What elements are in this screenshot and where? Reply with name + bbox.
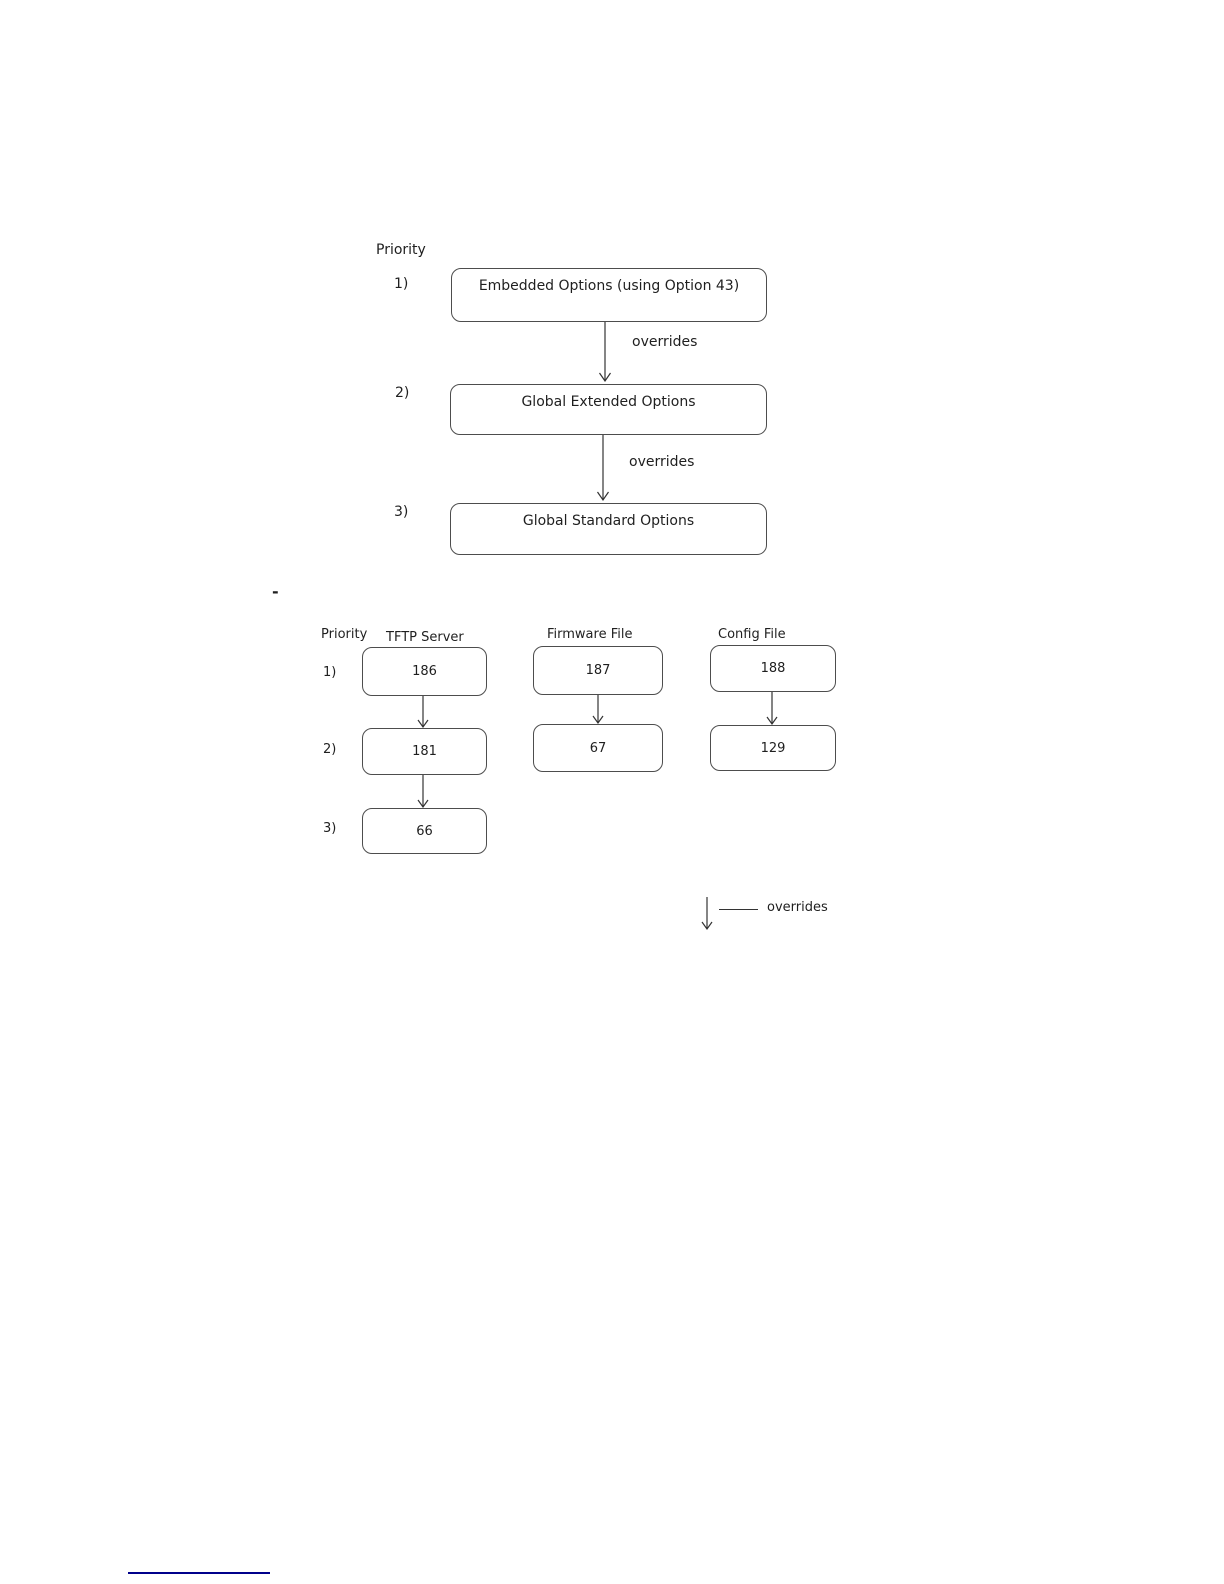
priority-row-number-3: 3): [394, 504, 409, 520]
legend-arrow-down-icon: [701, 897, 713, 931]
flow-box-global-standard-options: Global Standard Options: [450, 503, 767, 555]
arrow-down-icon: [417, 696, 429, 729]
overrides-label: overrides: [632, 334, 698, 350]
priority-row-number-2: 2): [395, 385, 410, 401]
flow-box-label: Global Standard Options: [522, 513, 695, 529]
option-number: 187: [585, 663, 611, 678]
arrow-down-icon: [417, 775, 429, 809]
option-number: 67: [589, 740, 607, 756]
arrow-down-icon: [597, 435, 609, 502]
flow-box-embedded-options: Embedded Options (using Option 43): [451, 268, 767, 322]
figure2-priority-label: Priority: [321, 627, 368, 642]
legend-line: [719, 909, 758, 910]
option-box-tftp-181: 181: [362, 728, 487, 775]
flow-box-label: Embedded Options (using Option 43): [478, 278, 740, 294]
option-number: 66: [416, 823, 433, 839]
arrow-down-icon: [766, 692, 778, 726]
column-title-tftp-server: TFTP Server: [386, 630, 464, 645]
priority-row-number-1: 1): [394, 276, 409, 292]
option-number: 129: [760, 740, 786, 756]
column-title-config-file: Config File: [718, 627, 786, 642]
figure1-priority-label: Priority: [376, 242, 426, 258]
option-box-tftp-66: 66: [362, 808, 487, 854]
option-box-tftp-186: 186: [362, 647, 487, 696]
option-number: 186: [412, 664, 437, 679]
option-box-config-129: 129: [710, 725, 836, 771]
priority-row-number-3: 3): [323, 821, 337, 836]
overrides-label: overrides: [629, 454, 695, 470]
dash-marker: -: [272, 582, 279, 601]
arrow-down-icon: [592, 695, 604, 725]
column-title-firmware-file: Firmware File: [547, 627, 633, 642]
option-number: 188: [760, 661, 786, 676]
priority-row-number-2: 2): [323, 742, 337, 757]
footnote-divider: [128, 1572, 270, 1574]
legend-label: overrides: [767, 900, 828, 915]
priority-row-number-1: 1): [323, 665, 337, 680]
option-box-config-188: 188: [710, 645, 836, 692]
flow-box-label: Global Extended Options: [521, 394, 696, 410]
option-number: 181: [412, 744, 437, 759]
flow-box-global-extended-options: Global Extended Options: [450, 384, 767, 435]
option-box-firmware-187: 187: [533, 646, 663, 695]
arrow-down-icon: [599, 322, 611, 383]
option-box-firmware-67: 67: [533, 724, 663, 772]
